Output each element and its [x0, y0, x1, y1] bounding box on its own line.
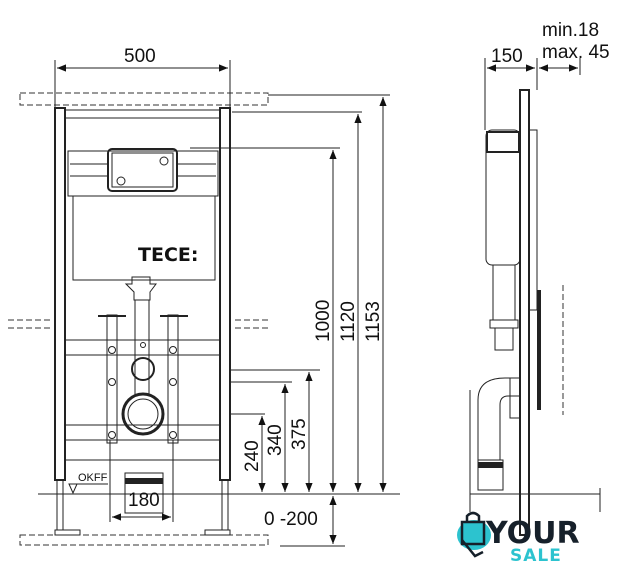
- top-slab: [19, 92, 269, 106]
- side-drain: [477, 459, 504, 491]
- side-valve: [486, 131, 520, 153]
- right-foot: [204, 529, 231, 536]
- wall-max-label: max. 45: [542, 42, 610, 63]
- side-post: [519, 89, 530, 536]
- height-extension-lines: [190, 94, 390, 547]
- flush-valve: [111, 152, 174, 188]
- label-1120: 1120: [338, 301, 359, 342]
- shopping-bag-icon: [460, 511, 486, 546]
- side-connector: [509, 377, 521, 419]
- label-340: 340: [265, 424, 286, 456]
- floor-label: OKFF: [78, 472, 108, 484]
- waste-connection: [121, 392, 165, 436]
- cistern-braces: [70, 163, 216, 177]
- left-post: [54, 107, 66, 481]
- drain-width-label: 180: [128, 490, 160, 511]
- wall-min-label: min.18: [542, 20, 599, 41]
- label-1000: 1000: [313, 300, 334, 342]
- front-view: TECE: OKFF 500 180: [8, 46, 400, 547]
- left-leg: [56, 479, 64, 531]
- label-240: 240: [242, 440, 263, 472]
- drain-seal: [125, 478, 163, 484]
- drain-extension-lines: [109, 440, 174, 522]
- right-post: [219, 107, 231, 481]
- drain-pipe: [124, 472, 164, 514]
- side-elbow: [477, 377, 520, 460]
- wall-anchor-lines: [8, 319, 270, 329]
- width-extension-lines: [54, 60, 231, 108]
- depth-label: 150: [491, 46, 523, 67]
- connection-plate: [116, 339, 169, 441]
- brand-label: TECE:: [138, 244, 198, 266]
- side-cistern: [485, 129, 521, 266]
- valve-knob: [159, 156, 169, 166]
- floor-slab: [19, 534, 269, 546]
- side-mount: [528, 129, 538, 311]
- cistern-head: [67, 150, 219, 197]
- logo-word-your: YOUR: [485, 516, 580, 551]
- side-floor-lines: [469, 390, 601, 512]
- side-drain-seal: [478, 462, 503, 468]
- logo-word-sale: SALE: [510, 546, 562, 566]
- cistern-body: [72, 195, 216, 281]
- right-leg: [221, 479, 229, 531]
- flush-pipe-neck: [124, 276, 157, 301]
- water-inlet: [131, 357, 155, 381]
- top-rail: [64, 109, 221, 119]
- hand-icon: [461, 539, 484, 558]
- flush-plate-opening: [107, 148, 178, 192]
- label-375: 375: [289, 418, 310, 450]
- side-wall-plate: [537, 290, 541, 410]
- width-label: 500: [124, 46, 156, 67]
- label-floor-range: 0 -200: [264, 509, 318, 530]
- side-view: 150 min.18 max. 45: [469, 20, 610, 536]
- label-1153: 1153: [363, 301, 384, 342]
- side-flush-pipe: [489, 265, 519, 351]
- small-hole: [140, 342, 146, 348]
- depth-extension-lines: [484, 58, 581, 130]
- valve-knob: [116, 176, 126, 186]
- watermark-logo: YOUR SALE: [457, 511, 580, 566]
- waste-connection-inner: [127, 398, 159, 430]
- left-foot: [54, 529, 81, 536]
- floor-marker-icon: [68, 483, 78, 495]
- bracket-bolts: [108, 346, 177, 439]
